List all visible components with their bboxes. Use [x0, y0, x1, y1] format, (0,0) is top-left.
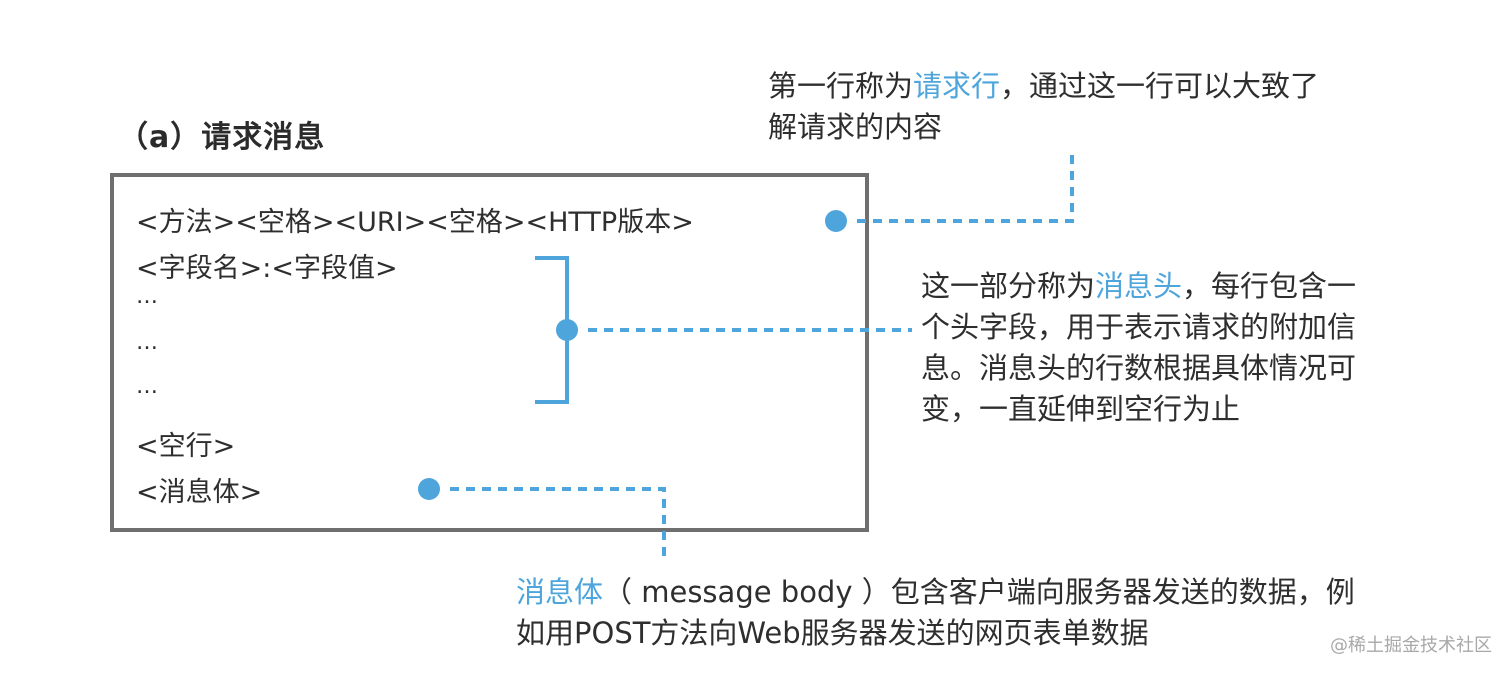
header-field-line-text: <字段名>:<字段值>	[136, 253, 398, 284]
request-line-text: <方法><空格><URI><空格><HTTP版本>	[136, 207, 694, 238]
diagram-title: （a）请求消息	[118, 120, 326, 155]
blank-line-text: <空行>	[136, 431, 236, 462]
request-line-term: 请求行	[913, 69, 1001, 103]
annotation-text: 这一部分称为	[921, 269, 1096, 303]
annotation-text: （ message body ）包含客户端向服务器发送的数据，例	[603, 575, 1355, 609]
message-body-connector	[450, 487, 666, 560]
annotation-text: 变，一直延伸到空行为止	[921, 392, 1241, 426]
message-body-text: <消息体>	[136, 477, 263, 508]
message-header-term: 消息头	[1095, 269, 1183, 303]
request-line-annotation: 第一行称为请求行，通过这一行可以大致了 解请求的内容	[768, 66, 1319, 148]
ellipsis-line: …	[136, 374, 159, 399]
request-line-connector	[857, 152, 1074, 223]
header-annotation: 这一部分称为消息头，每行包含一 个头字段，用于表示请求的附加信 息。消息头的行数…	[921, 266, 1356, 430]
watermark: @稀土掘金技术社区	[1330, 635, 1492, 656]
annotation-text: ，通过这一行可以大致了	[1000, 69, 1320, 103]
annotation-text: 息。消息头的行数根据具体情况可	[921, 351, 1357, 385]
annotation-text: 解请求的内容	[768, 110, 943, 144]
header-marker	[556, 319, 578, 341]
ellipsis-line: …	[136, 330, 159, 355]
message-body-marker	[418, 478, 440, 500]
request-line-marker	[825, 210, 847, 232]
annotation-text: ，每行包含一	[1182, 269, 1357, 303]
annotation-text: 个头字段，用于表示请求的附加信	[921, 310, 1357, 344]
annotation-text: 第一行称为	[768, 69, 914, 103]
request-message-box	[110, 173, 869, 532]
message-body-annotation: 消息体（ message body ）包含客户端向服务器发送的数据，例 如用PO…	[516, 572, 1355, 654]
ellipsis-line: …	[136, 284, 159, 309]
annotation-text: 如用POST方法向Web服务器发送的网页表单数据	[516, 616, 1149, 650]
message-body-term: 消息体	[516, 575, 604, 609]
